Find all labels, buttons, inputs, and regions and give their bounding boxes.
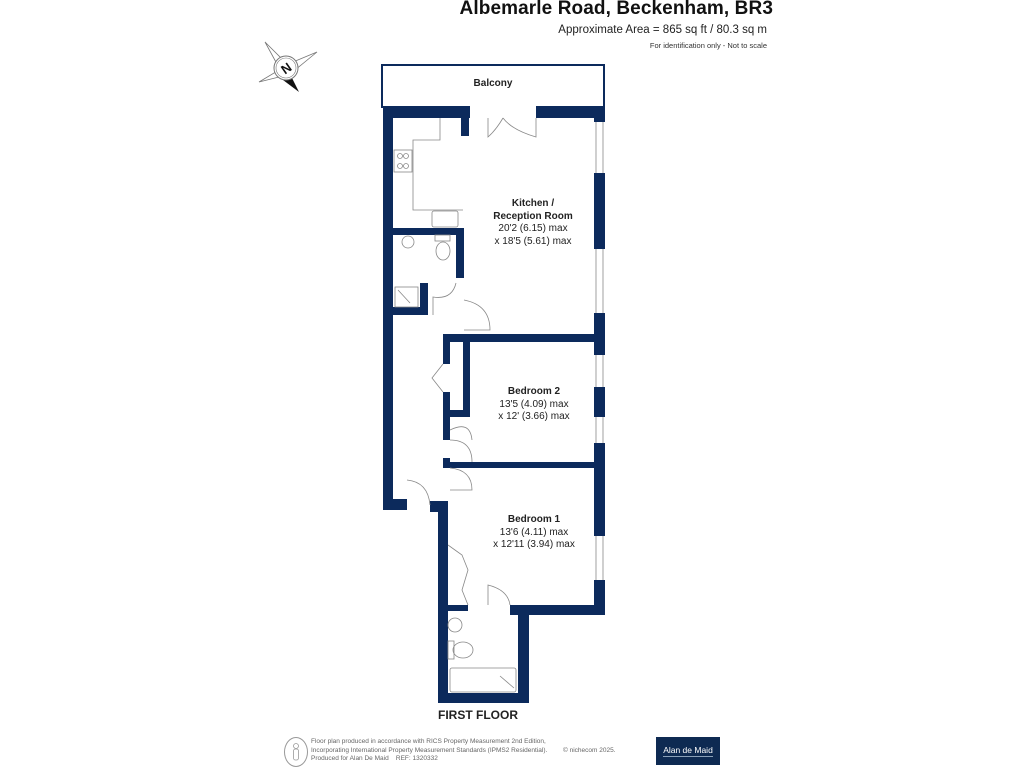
person-icon <box>284 737 308 767</box>
room-name: Reception Room <box>493 210 573 222</box>
floor-label: FIRST FLOOR <box>438 708 518 722</box>
room-dimension: 13'6 (4.11) max <box>499 526 569 538</box>
room-bedroom-2: Bedroom 2 13'5 (4.09) max x 12' (3.66) m… <box>470 386 598 424</box>
room-dimension: x 12'11 (3.94) max <box>493 539 575 550</box>
agent-logo: Alan de Maid <box>656 737 720 765</box>
room-balcony: Balcony <box>473 78 513 89</box>
room-dimension: x 12' (3.66) max <box>498 411 570 422</box>
approximate-area: Approximate Area = 865 sq ft / 80.3 sq m <box>558 24 767 36</box>
room-dimension: 13'5 (4.09) max <box>499 398 569 410</box>
room-name: Kitchen / <box>511 198 555 209</box>
room-name: Bedroom 2 <box>507 386 561 397</box>
room-dimension: 20'2 (6.15) max <box>498 223 568 234</box>
copyright: © nichecom 2025. <box>563 747 616 754</box>
agent-logo-text: Alan de Maid <box>663 745 713 757</box>
scale-disclaimer: For identification only - Not to scale <box>649 41 767 50</box>
room-kitchen-reception: Kitchen / Reception Room 20'2 (6.15) max… <box>468 198 598 248</box>
room-bedroom-1: Bedroom 1 13'6 (4.11) max x 12'11 (3.94)… <box>470 514 598 552</box>
compass-rose-icon: N <box>258 41 318 92</box>
measurement-disclaimer: Floor plan produced in accordance with R… <box>311 738 548 762</box>
room-name: Bedroom 1 <box>507 514 561 525</box>
room-dimension: x 18'5 (5.61) max <box>494 235 572 247</box>
property-title: Albemarle Road, Beckenham, BR3 <box>459 0 773 19</box>
